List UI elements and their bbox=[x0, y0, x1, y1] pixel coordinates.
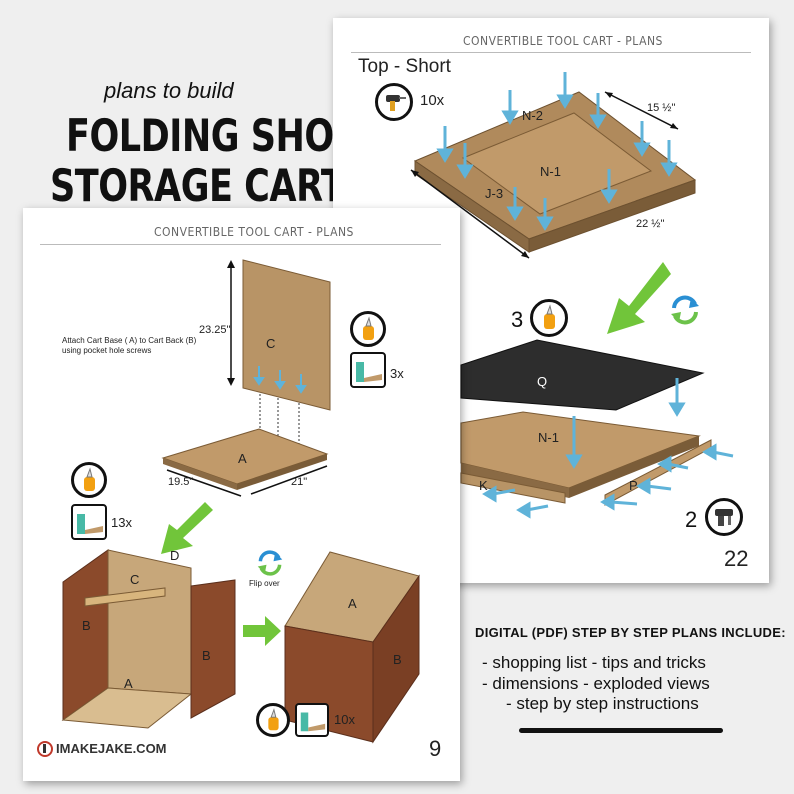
step-instruction: Attach Cart Base ( A) to Cart Back (B) u… bbox=[62, 336, 197, 355]
cart-back-base-drawing bbox=[61, 259, 420, 744]
step-number-nail: 2 bbox=[685, 507, 698, 532]
dimension-depth: 19.5" bbox=[168, 476, 194, 488]
promo-title-line2: STORAGE CARTS bbox=[50, 160, 370, 213]
glue-icon bbox=[530, 299, 568, 337]
flip-label: Flip over bbox=[249, 579, 280, 588]
page-number: 9 bbox=[429, 736, 442, 761]
promo-title-line1: FOLDING SHOP bbox=[66, 110, 359, 163]
features-line-1: - shopping list - tips and tricks bbox=[482, 653, 706, 672]
features-line-3: - step by step instructions bbox=[506, 694, 699, 713]
brand-logo-icon bbox=[37, 741, 53, 757]
nail-gun-icon bbox=[705, 498, 743, 536]
part-label-d: D bbox=[170, 548, 180, 563]
drill-icon bbox=[375, 83, 413, 121]
part-label-k: K bbox=[479, 478, 488, 493]
pocket-hole-jig-icon bbox=[71, 504, 107, 540]
part-label-b-left: B bbox=[82, 618, 91, 633]
glue-icon bbox=[350, 311, 386, 347]
part-label-a-top: A bbox=[348, 596, 357, 611]
dimension-depth: 15 ½" bbox=[647, 102, 676, 114]
header-rule bbox=[40, 244, 441, 245]
flip-icon bbox=[256, 549, 284, 577]
features-underline bbox=[519, 728, 723, 733]
pocket-count-3: 10x bbox=[334, 712, 355, 727]
part-label-a: A bbox=[238, 451, 247, 466]
brand-name: IMAKEJAKE.COM bbox=[56, 741, 167, 756]
screw-count: 10x bbox=[420, 92, 445, 109]
part-label-b-right2: B bbox=[393, 652, 402, 667]
pocket-count-2: 13x bbox=[111, 515, 132, 530]
dimension-width: 22 ½" bbox=[636, 218, 665, 230]
part-label-b-right: B bbox=[202, 648, 211, 663]
glue-icon bbox=[256, 703, 290, 737]
green-arrow-icon bbox=[607, 262, 671, 334]
exploded-drawing bbox=[460, 339, 734, 519]
plan-page-9: CONVERTIBLE TOOL CART - PLANS Attach Car… bbox=[23, 208, 460, 781]
glue-icon bbox=[71, 462, 107, 498]
part-label-j3: J-3 bbox=[485, 186, 504, 201]
pocket-count-1: 3x bbox=[390, 366, 404, 381]
part-label-p: P bbox=[629, 478, 638, 493]
promo-subtitle: plans to build bbox=[104, 78, 234, 103]
header-rule bbox=[351, 52, 751, 53]
dimension-height: 23.25" bbox=[199, 324, 231, 336]
part-label-c: C bbox=[266, 336, 276, 351]
features-line-2: - dimensions - exploded views bbox=[482, 674, 710, 693]
features-heading: DIGITAL (PDF) STEP BY STEP PLANS INCLUDE… bbox=[475, 625, 786, 640]
section-title: Top - Short bbox=[358, 56, 451, 77]
part-label-q: Q bbox=[537, 374, 548, 389]
dimension-width: 21" bbox=[291, 476, 308, 488]
part-label-n1: N-1 bbox=[540, 164, 561, 179]
pocket-hole-jig-icon bbox=[350, 352, 386, 388]
part-label-c-assembly: C bbox=[130, 572, 140, 587]
page-header: CONVERTIBLE TOOL CART - PLANS bbox=[154, 225, 354, 239]
pocket-hole-jig-icon bbox=[295, 703, 329, 737]
step-number-glue: 3 bbox=[511, 307, 524, 332]
page-number: 22 bbox=[724, 546, 749, 571]
flip-icon bbox=[669, 294, 701, 326]
part-label-n1-lower: N-1 bbox=[538, 430, 559, 445]
part-label-a-bottom: A bbox=[124, 676, 133, 691]
part-label-n2: N-2 bbox=[522, 108, 543, 123]
top-frame-drawing bbox=[410, 72, 697, 259]
page-header: CONVERTIBLE TOOL CART - PLANS bbox=[463, 34, 663, 48]
